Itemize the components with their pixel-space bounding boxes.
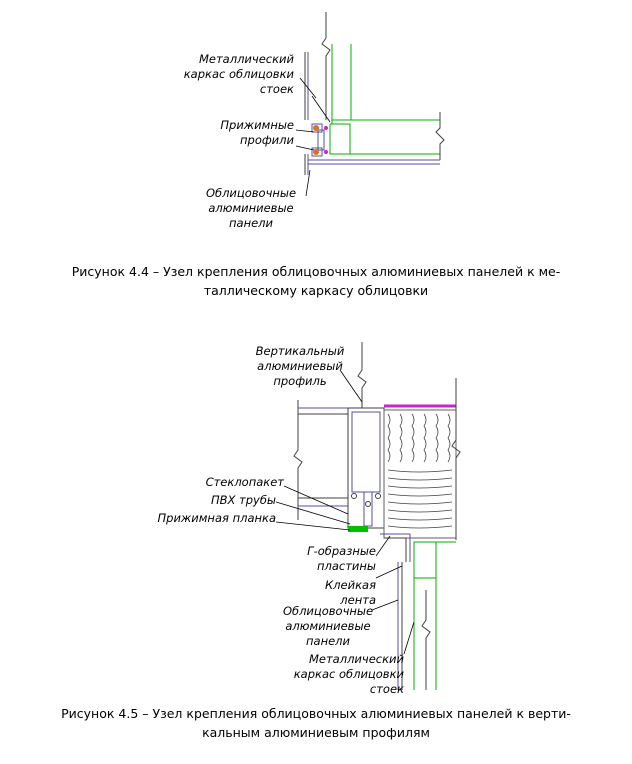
label-frame-2: Металлический каркас облицовки стоек: [270, 652, 404, 697]
label-line: стоек: [259, 82, 294, 96]
label-line: каркас облицовки: [183, 67, 294, 81]
label-pvc-pipes: ПВХ трубы: [180, 493, 276, 508]
label-line: Клейкая: [325, 578, 376, 592]
label-line: Г-образные: [307, 544, 376, 558]
label-line: лента: [340, 593, 376, 607]
label-clamp-bar: Прижимная планка: [150, 511, 277, 526]
label-frame-1: Металлический каркас облицовки стоек: [158, 52, 294, 97]
label-line: панели: [306, 634, 350, 648]
figure-4-4: Металлический каркас облицовки стоек При…: [0, 0, 632, 250]
figure-4-4-drawing: [295, 12, 445, 197]
label-line: каркас облицовки: [293, 667, 404, 681]
label-line: Металлический: [198, 52, 294, 66]
figure-4-5-drawing: [275, 342, 461, 690]
caption-line: кальным алюминиевым профилям: [202, 725, 430, 740]
label-line: профиль: [273, 374, 327, 388]
label-line: Прижимная планка: [157, 511, 277, 525]
caption-line: Рисунок 4.4 – Узел крепления облицовочны…: [71, 264, 561, 279]
label-line: Облицовочные: [282, 604, 374, 618]
caption-figure-4-4: Рисунок 4.4 – Узел крепления облицовочны…: [0, 262, 632, 300]
label-line: алюминиевый: [257, 359, 343, 373]
label-panels-1: Облицовочные алюминиевые панели: [196, 186, 306, 231]
label-line: алюминиевые: [285, 619, 371, 633]
label-line: ПВХ трубы: [210, 493, 276, 507]
label-clamp-profiles: Прижимные профили: [200, 118, 294, 148]
label-line: Прижимные: [220, 118, 294, 132]
label-line: Вертикальный: [255, 344, 345, 358]
label-vertical-profile: Вертикальный алюминиевый профиль: [252, 344, 348, 389]
figure-4-5: Вертикальный алюминиевый профиль Стеклоп…: [0, 330, 632, 700]
label-line: Стеклопакет: [205, 475, 284, 489]
label-line: профили: [240, 133, 294, 147]
label-line: стоек: [369, 682, 404, 696]
label-adhesive-tape: Клейкая лента: [300, 578, 376, 608]
label-glazing: Стеклопакет: [180, 475, 284, 490]
label-line: пластины: [316, 559, 376, 573]
label-line: алюминиевые: [208, 201, 294, 215]
caption-line: таллическому каркасу облицовки: [203, 283, 429, 298]
caption-line: Рисунок 4.5 – Узел крепления облицовочны…: [61, 706, 571, 721]
label-panels-2: Облицовочные алюминиевые панели: [280, 604, 376, 649]
label-l-plates: Г-образные пластины: [290, 544, 376, 574]
label-line: панели: [229, 216, 273, 230]
label-line: Металлический: [308, 652, 404, 666]
label-line: Облицовочные: [205, 186, 297, 200]
caption-figure-4-5: Рисунок 4.5 – Узел крепления облицовочны…: [0, 704, 632, 742]
